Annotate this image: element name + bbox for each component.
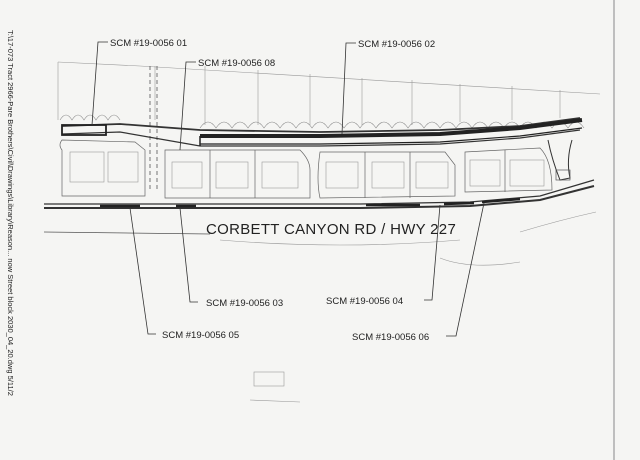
callout-scm-06: SCM #19-0056 06 [352, 332, 429, 343]
scm-02-basin [200, 118, 583, 138]
callout-scm-01: SCM #19-0056 01 [110, 38, 187, 49]
callout-scm-05: SCM #19-0056 05 [162, 330, 239, 341]
building-pads [59, 139, 553, 199]
highway-edge [43, 179, 597, 266]
roadside-basins [100, 197, 521, 208]
access-road [149, 66, 158, 190]
callout-leaders [91, 41, 485, 337]
callout-scm-04: SCM #19-0056 04 [326, 296, 403, 307]
scm-01-basin [61, 124, 107, 136]
faint-marks [249, 371, 301, 403]
curb-return [547, 139, 573, 181]
upper-lot-lines [57, 61, 601, 125]
file-path-margin-text: T:\17-073 Tract 2966-Pare Brothers\Civil… [6, 30, 15, 396]
callout-scm-03: SCM #19-0056 03 [206, 298, 283, 309]
road-label: CORBETT CANYON RD / HWY 227 [206, 221, 456, 238]
callout-labels: SCM #19-0056 01 SCM #19-0056 02 SCM #19-… [110, 38, 435, 343]
callout-scm-02: SCM #19-0056 02 [358, 39, 435, 50]
callout-scm-08: SCM #19-0056 08 [198, 58, 275, 69]
frontage-road [61, 117, 583, 147]
